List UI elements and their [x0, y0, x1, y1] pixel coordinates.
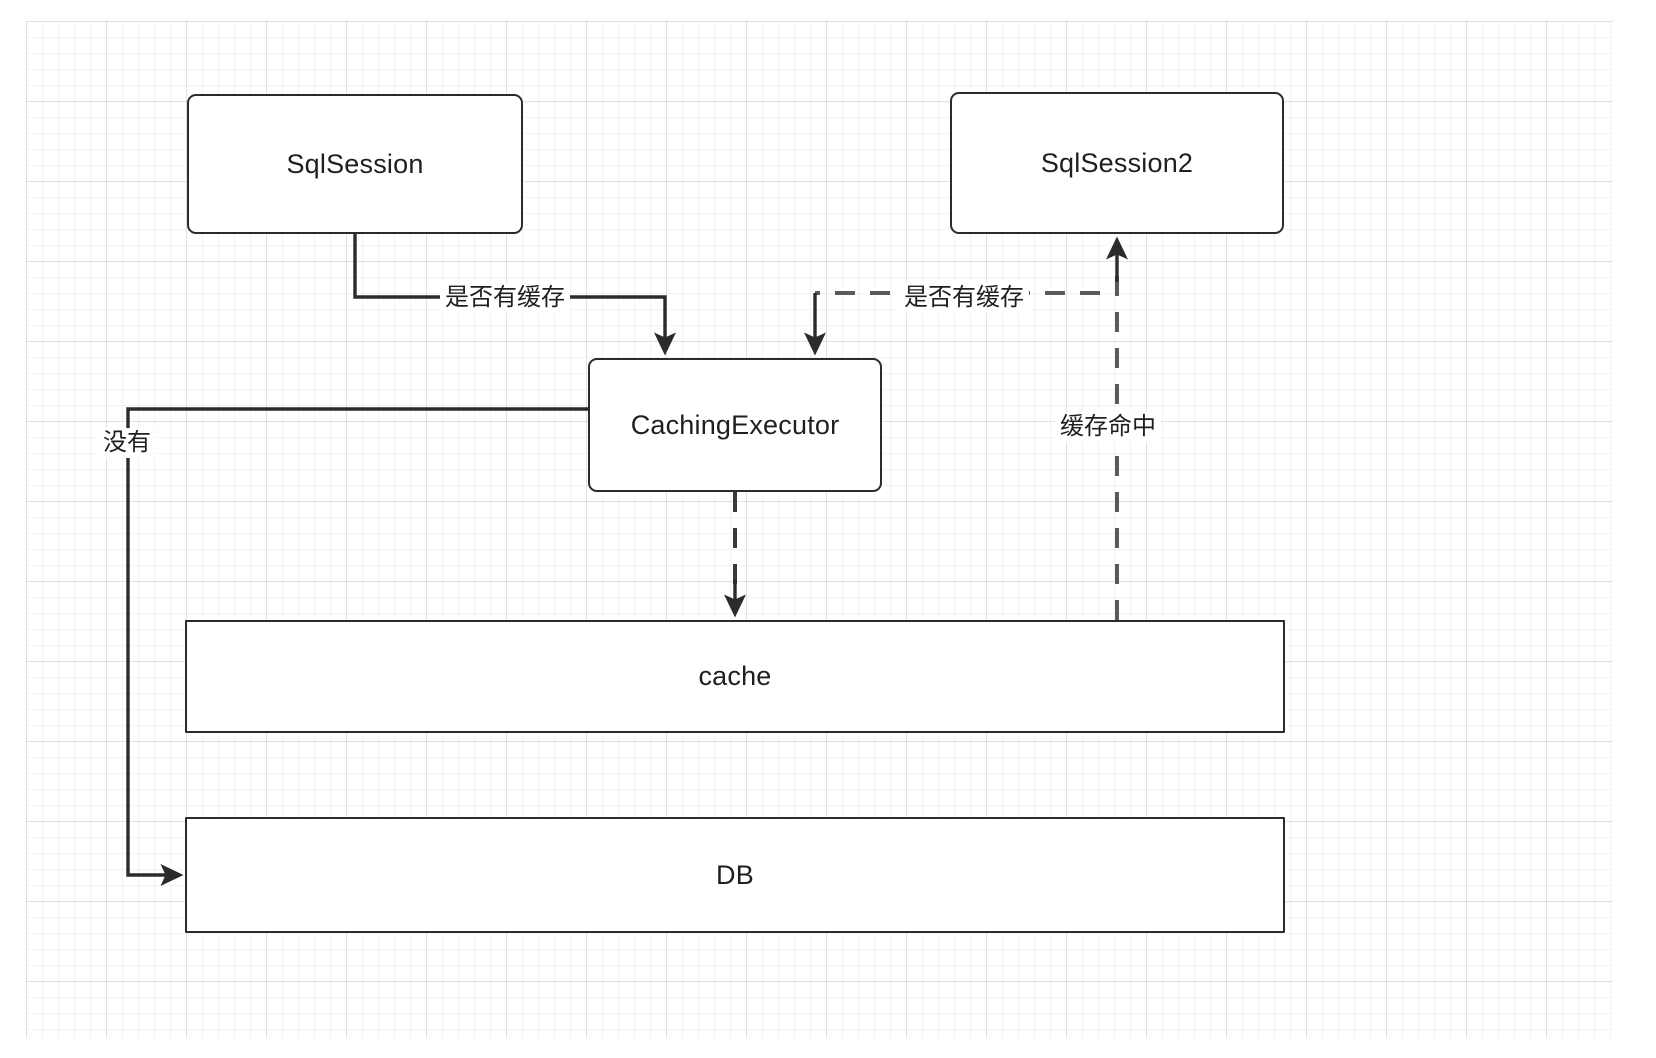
- node-cachingexecutor-label: CachingExecutor: [630, 409, 840, 440]
- node-sqlsession-label: SqlSession: [286, 148, 424, 179]
- edge-label-has-cache-dashed: 是否有缓存: [899, 283, 1029, 313]
- node-cache-label: cache: [698, 661, 772, 691]
- node-sqlsession2[interactable]: SqlSession2: [950, 92, 1284, 234]
- node-cachingexecutor[interactable]: CachingExecutor: [588, 358, 882, 492]
- edge-label-cache-hit: 缓存命中: [1055, 412, 1161, 442]
- edge-label-no-cache: 没有: [98, 428, 156, 458]
- edge-label-has-cache-solid: 是否有缓存: [440, 283, 570, 313]
- node-sqlsession2-label: SqlSession2: [1040, 147, 1194, 178]
- node-sqlsession[interactable]: SqlSession: [187, 94, 523, 234]
- node-db-label: DB: [716, 859, 754, 890]
- node-cache[interactable]: cache: [185, 620, 1285, 733]
- edge-cachingexecutor-to-db: [126, 407, 588, 886]
- node-db[interactable]: DB: [185, 817, 1285, 933]
